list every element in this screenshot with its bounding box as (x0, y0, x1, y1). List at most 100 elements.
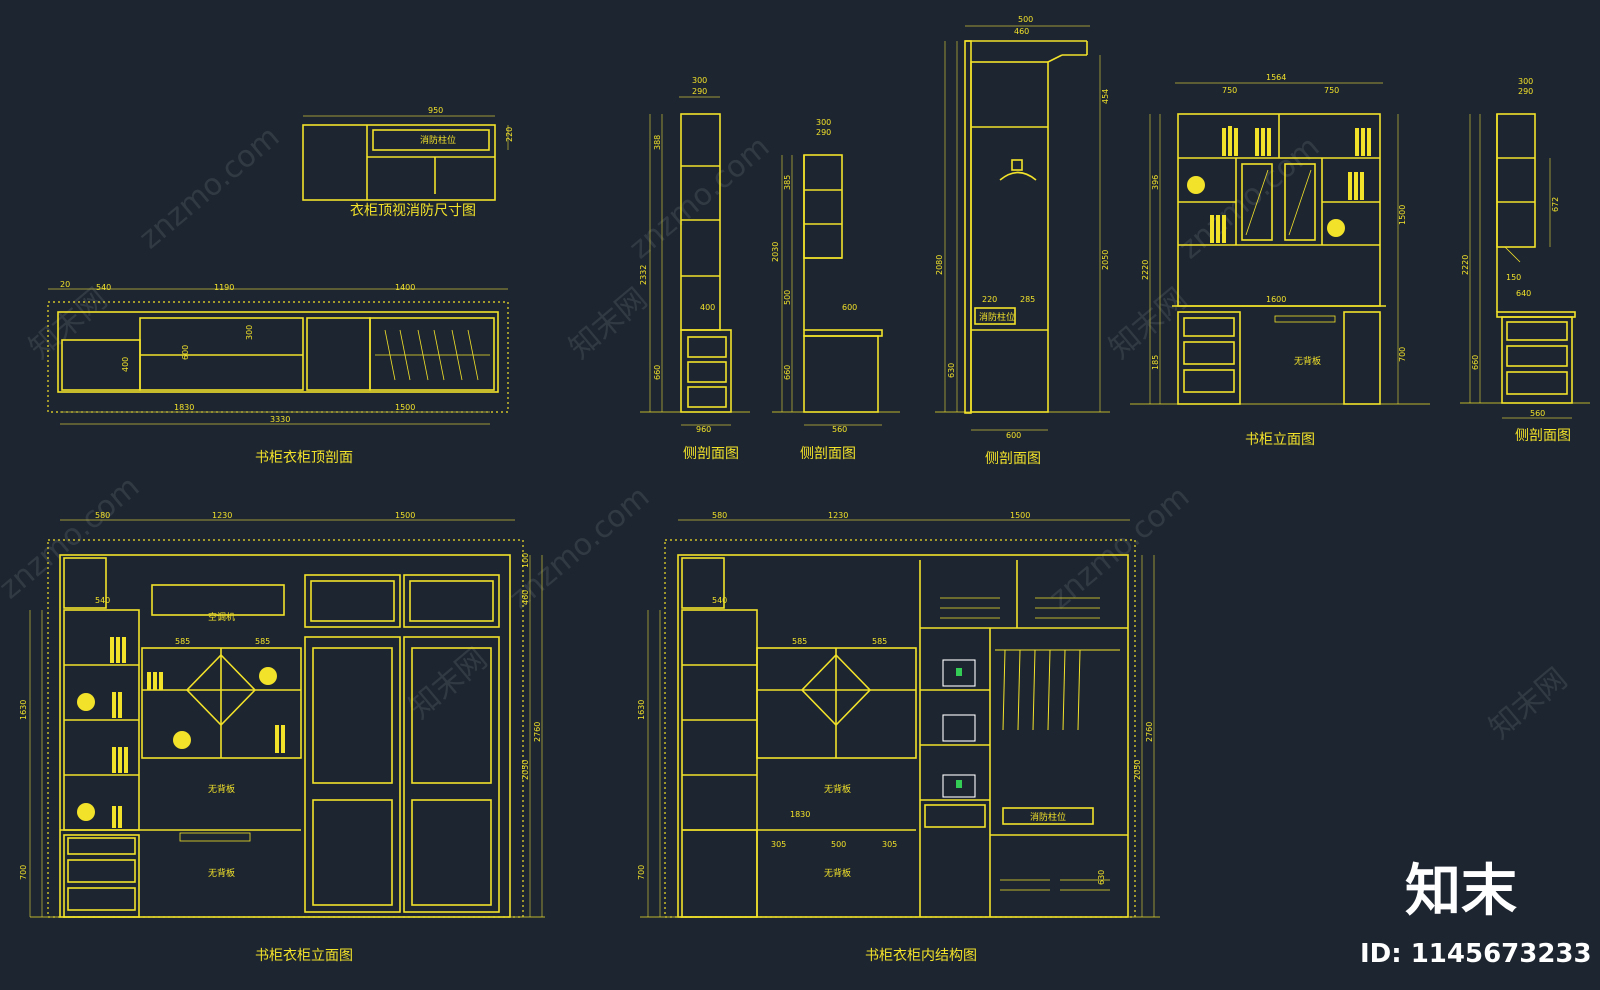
dim-label: 1230 (828, 511, 848, 520)
dim-label: 460 (521, 590, 530, 605)
brand-logo: 知末 (1405, 859, 1517, 924)
dim-label: 630 (947, 363, 956, 378)
fire-column-label: 消防柱位 (420, 134, 456, 146)
dim-label: 700 (19, 865, 28, 880)
dim-label: 290 (816, 128, 831, 137)
no-back-label: 无背板 (824, 783, 851, 795)
dim-label: 2760 (533, 722, 542, 742)
dim-label: 600 (1006, 431, 1021, 440)
dim-label: 305 (882, 840, 897, 849)
dim-label: 290 (1518, 87, 1533, 96)
dim-label: 1830 (174, 403, 194, 412)
dim-label: 630 (1097, 870, 1106, 885)
dim-label: 1400 (395, 283, 415, 292)
caption-top-section: 书柜衣柜顶剖面 (255, 450, 353, 466)
no-back-label: 无背板 (824, 867, 851, 879)
dim-label: 960 (696, 425, 711, 434)
caption-desk-elev: 书柜立面图 (1245, 432, 1315, 448)
side-section-3: 500 460 消防柱位 2080 630 2050 454 220 285 6… (935, 15, 1110, 467)
dim-label: 300 (245, 325, 254, 340)
dim-label: 560 (832, 425, 847, 434)
dim-label: 750 (1324, 86, 1339, 95)
dim-label: 388 (653, 135, 662, 150)
dim-label: 1500 (1398, 205, 1407, 225)
dim-label: 2220 (1141, 260, 1150, 280)
dim-label: 600 (842, 303, 857, 312)
dim-label: 305 (771, 840, 786, 849)
dim-label: 750 (1222, 86, 1237, 95)
dim-label: 1230 (212, 511, 232, 520)
caption-side1: 侧剖面图 (683, 446, 739, 462)
fire-column-label: 消防柱位 (979, 311, 1015, 323)
dim-label: 220 (982, 295, 997, 304)
dim-label: 700 (637, 865, 646, 880)
dim-label: 300 (692, 76, 707, 85)
dim-label: 100 (521, 553, 530, 568)
dim-label: 585 (792, 637, 807, 646)
dim-label: 585 (175, 637, 190, 646)
inner-structure: 580 1230 1500 540 585 585 无背板 1830 305 5… (637, 511, 1160, 964)
dim-label: 672 (1551, 197, 1560, 212)
dim-label: 540 (95, 596, 110, 605)
dim-label: 585 (255, 637, 270, 646)
watermark-site: znzmo.com (623, 129, 777, 266)
no-back-label: 无背板 (1294, 355, 1321, 367)
dim-label: 700 (1398, 347, 1407, 362)
dim-label: 1630 (19, 700, 28, 720)
dim-label: 1600 (1266, 295, 1286, 304)
dim-label: 185 (1151, 355, 1160, 370)
dim-label: 580 (712, 511, 727, 520)
watermark-cn: 知末网 (1103, 281, 1194, 366)
caption-front-elev: 书柜衣柜立面图 (255, 948, 353, 964)
watermark-site: znzmo.com (1043, 479, 1197, 616)
caption-inner-struct: 书柜衣柜内结构图 (865, 948, 977, 964)
dim-label: 3330 (270, 415, 290, 424)
dim-label: 2220 (1461, 255, 1470, 275)
dim-label: 460 (1014, 27, 1029, 36)
aircon-label: 空调机 (208, 611, 235, 623)
side-section-1: 300 290 2332 388 660 400 960 侧剖面图 (639, 76, 750, 462)
fire-column-label: 消防柱位 (1030, 811, 1066, 823)
dim-label: 1500 (395, 403, 415, 412)
no-back-label: 无背板 (208, 783, 235, 795)
dim-label: 1500 (395, 511, 415, 520)
dim-label: 500 (1018, 15, 1033, 24)
dim-label: 1564 (1266, 73, 1286, 82)
dim-label: 300 (1518, 77, 1533, 86)
dim-label: 1500 (1010, 511, 1030, 520)
dim-label: 580 (95, 511, 110, 520)
dim-label: 396 (1151, 175, 1160, 190)
dim-label: 1630 (637, 700, 646, 720)
desk-elevation: 1564 750 750 无背板 1600 2220 396 1 (1130, 73, 1430, 448)
dim-label: 290 (692, 87, 707, 96)
dim-label: 2050 (521, 760, 530, 780)
side-section-2: 300 290 2030 385 500 660 600 560 侧剖面图 (771, 118, 900, 462)
dim-label: 400 (700, 303, 715, 312)
dim-label: 2080 (935, 255, 944, 275)
dim-label: 600 (181, 345, 190, 360)
watermark-site: znzmo.com (133, 119, 287, 256)
dim-label: 1830 (790, 810, 810, 819)
dim-label: 660 (653, 365, 662, 380)
caption-side4: 侧剖面图 (1515, 428, 1571, 444)
watermark-cn: 知末网 (403, 641, 494, 726)
caption-top-plan-fire: 衣柜顶视消防尺寸图 (350, 203, 476, 219)
caption-side2: 侧剖面图 (800, 446, 856, 462)
dim-label: 540 (712, 596, 727, 605)
watermark-cn: 知末网 (23, 281, 114, 366)
dim-label: 285 (1020, 295, 1035, 304)
dim-label: 660 (783, 365, 792, 380)
caption-side3: 侧剖面图 (985, 451, 1041, 467)
dim-label: 560 (1530, 409, 1545, 418)
front-elevation: 580 1230 1500 540 空调机 585 585 无背板 (19, 511, 545, 964)
dim-label: 454 (1101, 89, 1110, 104)
top-plan-fire-view: 950 消防柱位 220 衣柜顶视消防尺寸图 (302, 106, 514, 219)
watermark-layer: znzmo.com 知末网 znzmo.com 知末网 znzmo.com 知末… (0, 119, 1574, 746)
dim-label: 1190 (214, 283, 234, 292)
dim-label: 585 (872, 637, 887, 646)
image-id-label: ID: 1145673233 (1360, 939, 1592, 969)
dim-label: 2050 (1133, 760, 1142, 780)
dim-label: 2760 (1145, 722, 1154, 742)
